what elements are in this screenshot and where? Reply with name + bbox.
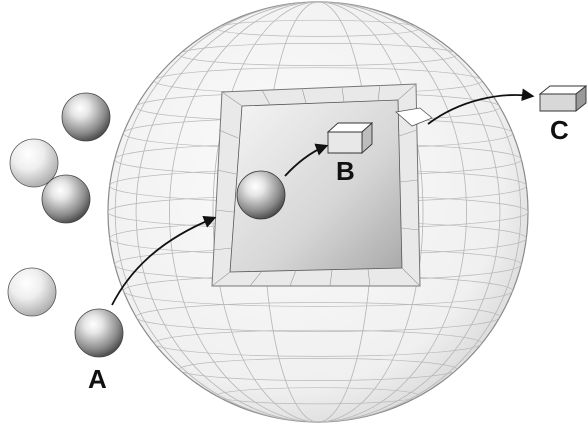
outside-particles	[7, 92, 124, 358]
grid-parallel	[178, 43, 458, 66]
label-b: B	[336, 156, 355, 186]
cube-b	[326, 121, 374, 155]
grid-meridian	[169, 2, 467, 422]
grid-meridian	[135, 2, 501, 422]
grid-meridian	[114, 2, 522, 422]
particle	[7, 267, 57, 317]
arrow-a-to-cell	[111, 215, 217, 306]
particle	[41, 174, 91, 224]
grid-parallel	[178, 358, 458, 381]
label-c: C	[550, 115, 569, 145]
label-a: A	[88, 364, 107, 394]
grid-meridian	[212, 2, 424, 422]
particle	[9, 138, 59, 188]
grid-parallel	[215, 19, 421, 37]
arrow-to-b	[284, 143, 329, 177]
arrows	[111, 88, 535, 306]
cube-c	[538, 85, 588, 112]
arrow-to-c	[427, 88, 535, 125]
cavity-wall-tiles	[211, 83, 421, 287]
particle	[61, 92, 111, 142]
particle-a	[74, 308, 124, 358]
wall-channel	[395, 107, 433, 127]
particle-inside	[236, 170, 286, 220]
